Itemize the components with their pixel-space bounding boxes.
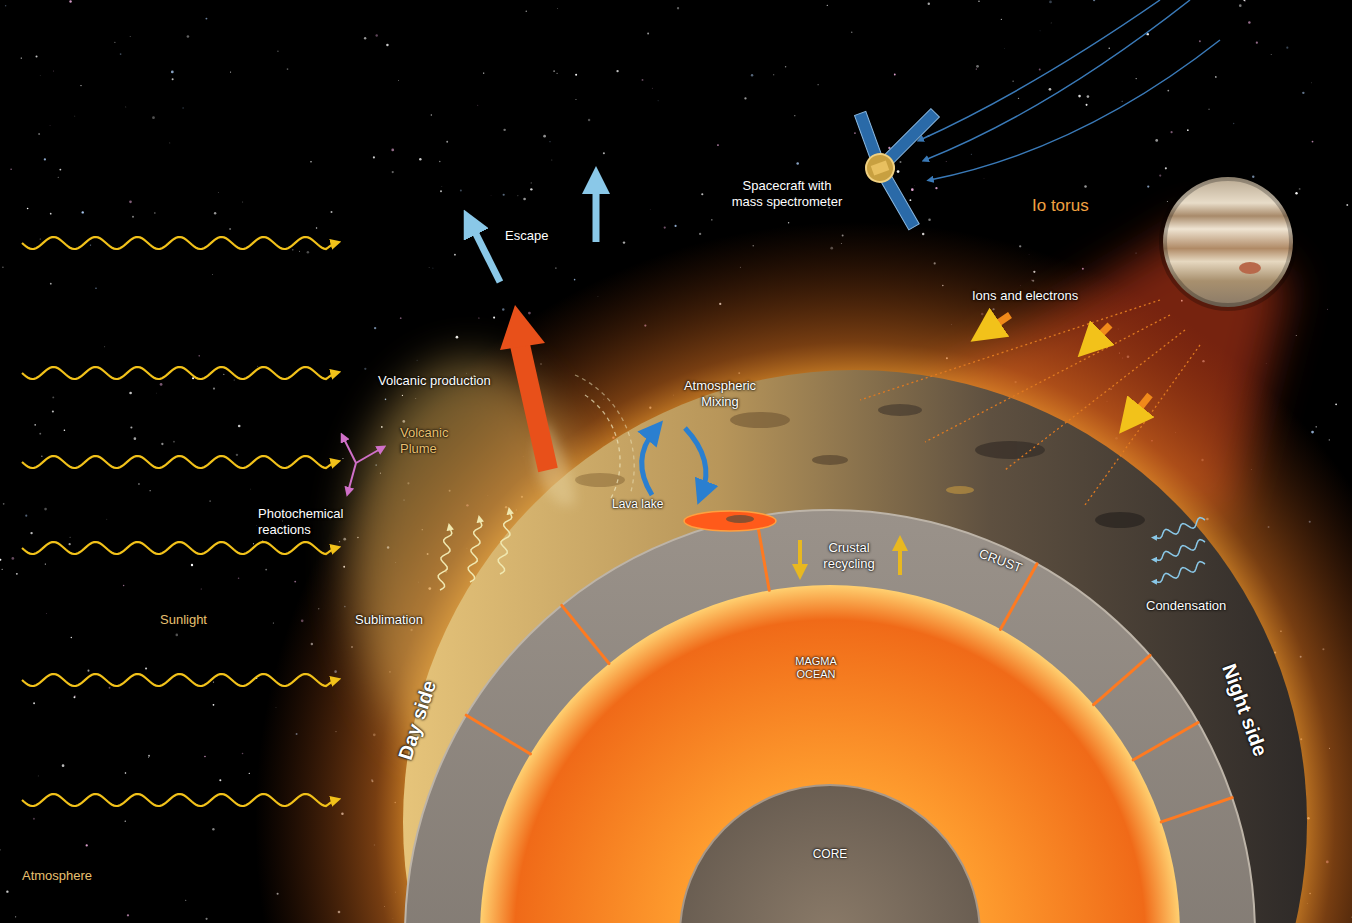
magma-ocean-label: MAGMA OCEAN <box>787 655 845 681</box>
crust-label: CRUST <box>977 546 1024 576</box>
night-side-label: Night side <box>1213 650 1277 771</box>
condensation-label: Condensation <box>1146 598 1226 614</box>
sublimation-label: Sublimation <box>355 612 423 628</box>
crustal-recycling-label: Crustal recycling <box>815 540 883 571</box>
escape-label: Escape <box>505 228 548 244</box>
ions-label: Ions and electrons <box>972 288 1078 304</box>
lava-lake-label: Lava lake <box>612 497 663 511</box>
core-label: CORE <box>800 847 860 861</box>
day-side-label: Day side <box>389 664 446 776</box>
spacecraft-label: Spacecraft with mass spectrometer <box>728 178 846 209</box>
plume-label: Volcanic Plume <box>400 425 464 456</box>
mixing-label: Atmospheric Mixing <box>676 378 764 409</box>
atmosphere-label: Atmosphere <box>22 868 92 884</box>
photochemical-label: Photochemical reactions <box>258 506 356 537</box>
volcanic-production-label: Volcanic production <box>378 373 491 389</box>
torus-label: Io torus <box>1032 196 1089 216</box>
sunlight-label: Sunlight <box>160 612 207 628</box>
